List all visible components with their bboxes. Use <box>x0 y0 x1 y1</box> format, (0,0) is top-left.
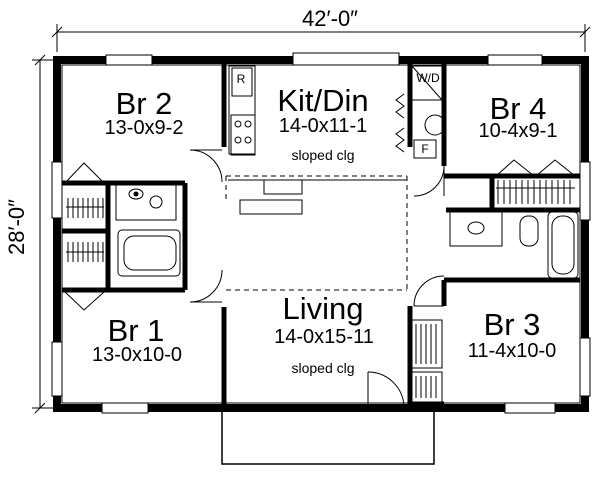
room-name-kit: Kit/Din <box>277 83 369 118</box>
closets <box>64 159 576 403</box>
entry-stoop <box>221 407 435 465</box>
room-name-br2: Br 2 <box>115 86 173 121</box>
room-dims-br3: 11-4x10-0 <box>467 340 557 362</box>
washer-dryer-label: W/D <box>416 71 440 85</box>
interior-walls <box>62 64 580 407</box>
room-dims-br1: 13-0x10-0 <box>91 344 183 366</box>
room-dims-br4: 10-4x9-1 <box>478 120 558 142</box>
room-dims-living: 14-0x15-11 <box>274 326 374 348</box>
room-name-br4: Br 4 <box>489 91 547 126</box>
room-name-br3: Br 3 <box>483 307 541 342</box>
overall-width-dimension-line <box>51 24 591 52</box>
room-note-kit: sloped clg <box>291 147 355 163</box>
refrigerator-label: R <box>236 72 246 86</box>
overall-depth-dimension-line <box>32 54 56 414</box>
room-name-living: Living <box>282 291 364 326</box>
overall-width-label: 42′-0″ <box>302 6 358 31</box>
room-dims-kit: 14-0x11-1 <box>278 115 368 137</box>
room-dims-br2: 13-0x9-2 <box>104 117 184 139</box>
windows <box>51 52 591 414</box>
overall-depth-label: 28′-0″ <box>4 199 29 255</box>
doors <box>189 149 445 409</box>
room-note-living: sloped clg <box>291 360 355 376</box>
room-name-br1: Br 1 <box>107 313 165 348</box>
bath-fixtures <box>115 183 579 279</box>
furnace-label: F <box>421 142 429 156</box>
laundry-fixtures <box>395 65 446 159</box>
kitchen-fixtures <box>225 65 408 291</box>
